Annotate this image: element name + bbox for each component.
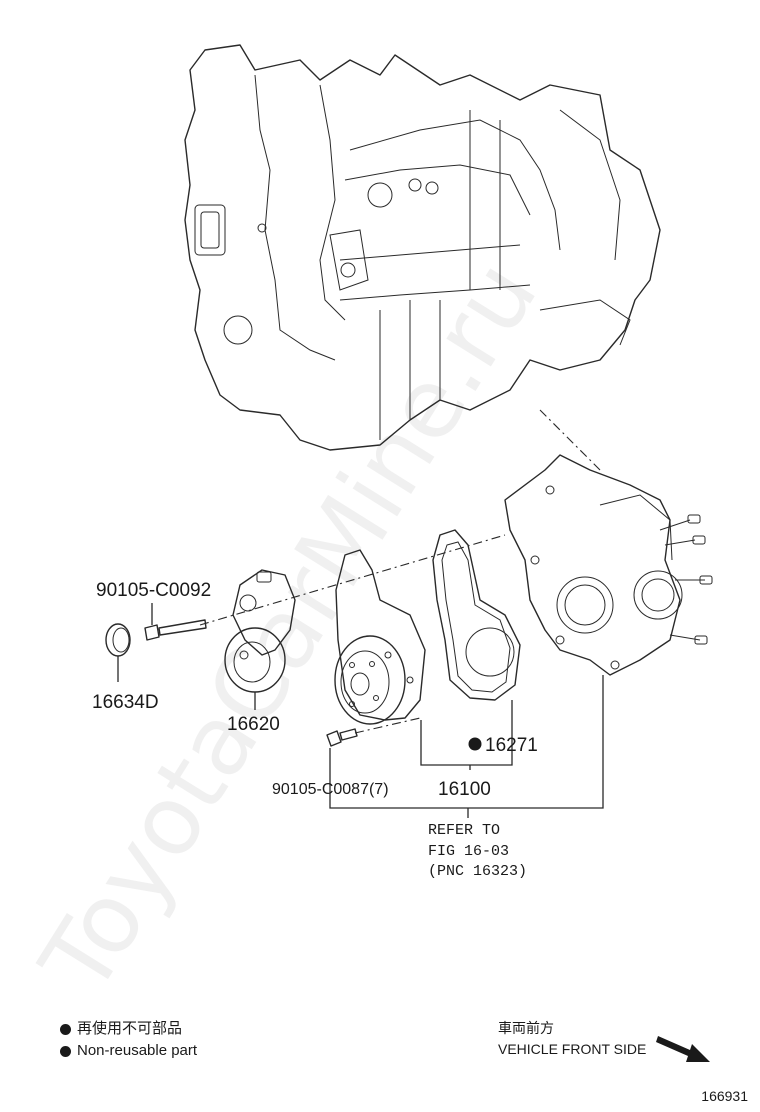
leader-lines	[117, 603, 604, 818]
bolt-axis	[354, 717, 421, 734]
bolt-pump-drawing	[326, 728, 358, 747]
front-side-jp: 車両前方	[498, 1020, 554, 1036]
front-side-en: VEHICLE FRONT SIDE	[498, 1041, 647, 1057]
bolt-tensioner-drawing	[144, 619, 207, 641]
callout-bolt-tensioner: 90105-C0092	[96, 580, 211, 601]
legend-en: Non-reusable part	[77, 1042, 198, 1059]
non-reusable-dot	[468, 737, 482, 751]
figure-number: 166931	[701, 1088, 748, 1104]
water-pump-drawing	[334, 549, 426, 725]
reference-line-2: FIG 16-03	[428, 843, 509, 860]
vehicle-front-note: 車両前方 VEHICLE FRONT SIDE	[498, 1018, 646, 1060]
alignment-axis	[199, 534, 506, 626]
cap-drawing	[105, 623, 131, 657]
reference-line-1: REFER TO	[428, 822, 500, 839]
legend-jp: 再使用不可部品	[77, 1020, 183, 1037]
gasket-drawing	[432, 529, 521, 701]
bullet-icon	[60, 1023, 71, 1035]
bullet-icon	[60, 1045, 71, 1057]
legend-row-jp: 再使用不可部品	[60, 1018, 197, 1040]
arrow-down-right-icon	[656, 1036, 710, 1062]
legend-row-en: Non-reusable part	[60, 1040, 197, 1062]
callout-gasket: 16271	[485, 735, 538, 756]
watermark-text: ToyotaCarMine.ru	[19, 242, 559, 1013]
reference-line-3: (PNC 16323)	[428, 863, 527, 880]
water-inlet-housing-drawing	[504, 454, 713, 676]
callout-tensioner: 16620	[227, 714, 280, 735]
callout-cap: 16634D	[92, 692, 159, 713]
callout-bolt-pump: 90105-C0087(7)	[272, 781, 389, 798]
engine-block-drawing	[184, 44, 661, 471]
callout-pump-assy: 16100	[438, 779, 491, 800]
legend: 再使用不可部品 Non-reusable part	[60, 1018, 197, 1062]
